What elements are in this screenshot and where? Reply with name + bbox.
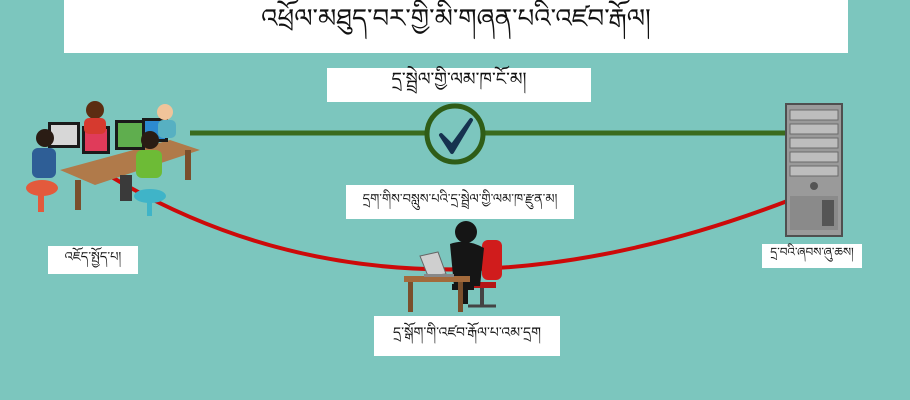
safe-connection-label: དྲ་སྦྲེལ་གྱི་ལམ་ཁ་ངོ་མ། xyxy=(327,68,591,102)
attack-connection-label: དྲག་གིས་བསླུས་པའི་དྲ་སྦྲེལ་གྱི་ལམ་ཁ་རྫུན… xyxy=(346,185,574,219)
server-label: དྲ་བའི་ཞབས་ཞུ་ཆས། xyxy=(762,244,862,268)
client-label: འཇོད་སྤྱོད་པ། xyxy=(48,246,138,274)
hacker-label: དྲ་སྒོག་གི་འཛབ་རྒོལ་པ་འམ་དྲག xyxy=(374,316,560,356)
diagram-title: འཕྲོལ་མཐུད་བར་གྱི་མི་གཞན་པའི་འཛབ་རྒོལ། xyxy=(64,0,848,53)
